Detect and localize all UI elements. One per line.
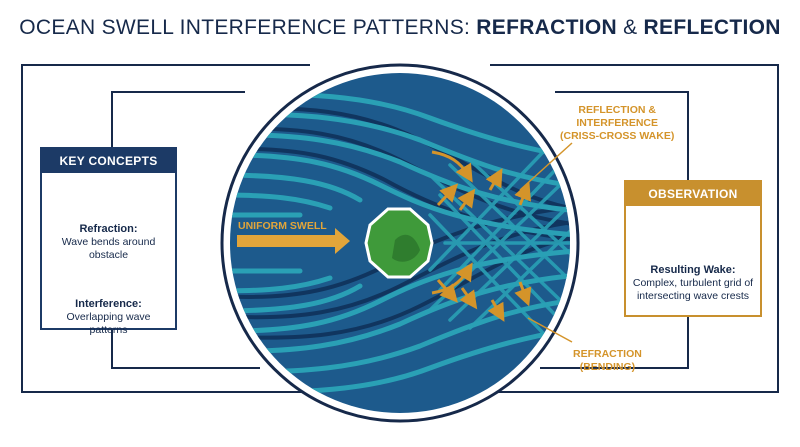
- reflection-callout-line: [519, 142, 573, 191]
- page-title: OCEAN SWELL INTERFERENCE PATTERNS: REFRA…: [19, 16, 781, 39]
- refraction-callout-line: [527, 317, 573, 343]
- resulting-wake-description: Complex, turbulent grid of intersecting …: [632, 277, 754, 302]
- interference-term: Interference:: [75, 298, 142, 310]
- refraction-arrows: [431, 150, 532, 322]
- observation-panel: OBSERVATION Resulting Wake: Complex, tur…: [624, 180, 762, 317]
- swell-direction-arrow: [237, 228, 350, 254]
- refraction-description: Wave bends around obstacle: [61, 236, 156, 261]
- key-concepts-panel: KEY CONCEPTS Refraction: Wave bends arou…: [40, 147, 177, 336]
- refraction-term: Refraction:: [79, 223, 138, 235]
- reflection-callout: REFLECTION & INTERFERENCE (CRISS-CROSS W…: [560, 104, 675, 142]
- refraction-callout: REFRACTION (BENDING): [573, 348, 642, 373]
- key-concepts-heading: KEY CONCEPTS: [42, 149, 175, 173]
- observation-heading: OBSERVATION: [626, 182, 760, 206]
- resulting-wake-term: Resulting Wake:: [650, 264, 736, 276]
- interference-description: Overlapping wave patterns: [66, 311, 151, 336]
- swell-direction-label: UNIFORM SWELL DIRECTION: [238, 220, 327, 246]
- frame-lines: [21, 64, 779, 393]
